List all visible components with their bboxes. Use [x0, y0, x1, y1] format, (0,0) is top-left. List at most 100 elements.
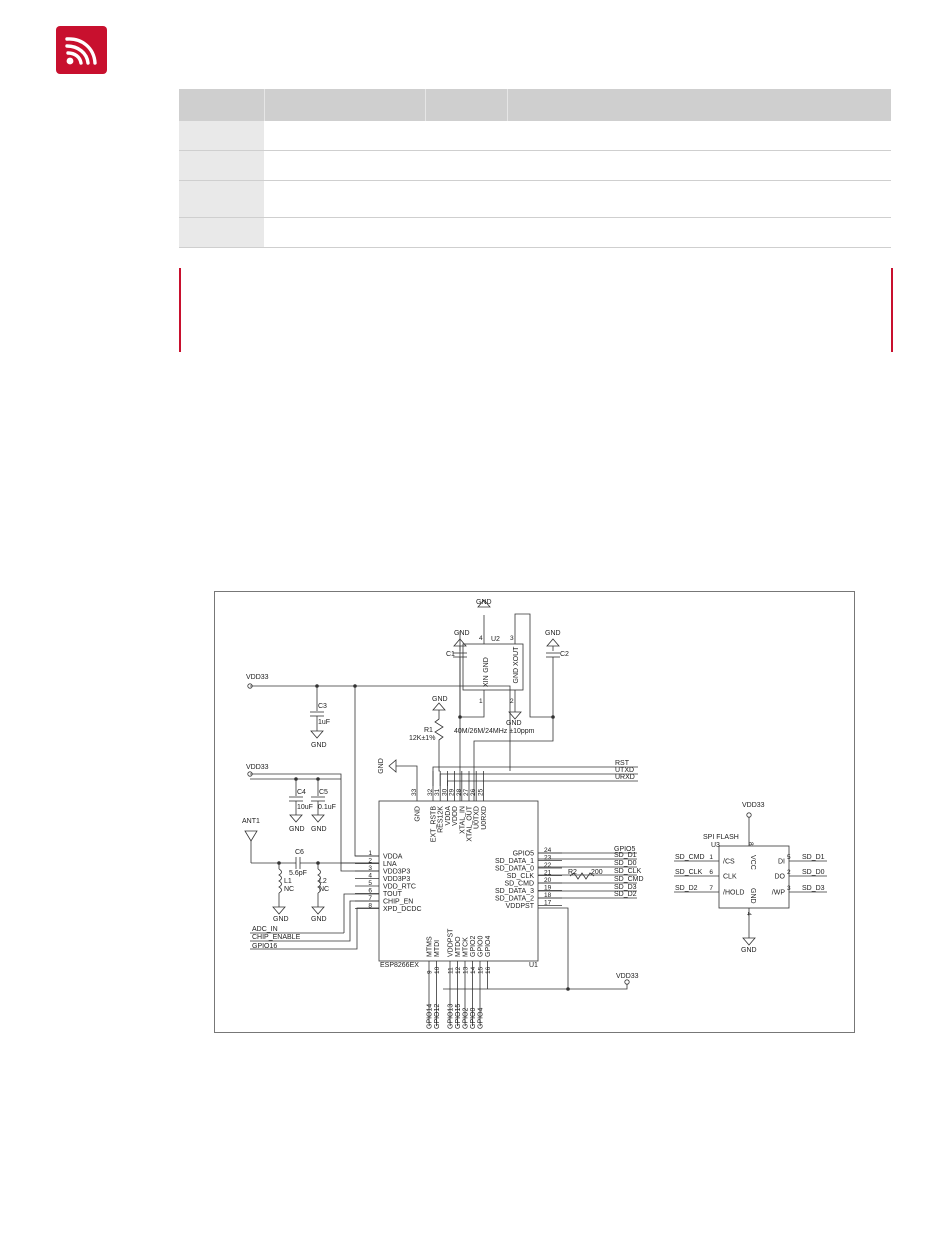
- u3-pin: VCC: [749, 855, 756, 870]
- xtal-out-wire: [473, 717, 554, 801]
- gnd-label: GND: [545, 630, 561, 637]
- r1-ref: R1: [424, 727, 433, 734]
- table-cell: [507, 150, 891, 181]
- u3-pin: CLK: [723, 874, 737, 881]
- table-cell: [179, 121, 264, 151]
- antenna-icon: [244, 830, 258, 842]
- gnd-label: GND: [506, 720, 522, 727]
- u1-pin-number: 24: [544, 847, 552, 854]
- gnd-label: GND: [378, 758, 385, 774]
- c5-ref: C5: [319, 789, 328, 796]
- table-cell: [179, 180, 264, 218]
- c4-value: 10uF: [297, 804, 313, 811]
- u3-pin: /WP: [772, 890, 786, 897]
- u3-pin-num: 8: [747, 842, 754, 846]
- vdd33-wire-2: [250, 773, 379, 872]
- u1-pin-name: GPIO2: [470, 935, 477, 957]
- net-label-right: SD_CLK: [614, 868, 642, 875]
- u3-title: SPI FLASH: [703, 834, 739, 841]
- inductor-symbol: [317, 868, 321, 894]
- gnd-wire: [396, 765, 418, 771]
- table-cell: [264, 180, 425, 218]
- u1-pin-name: SD_CLK: [507, 873, 535, 880]
- power-terminal: [624, 979, 630, 985]
- gnd-label: GND: [311, 826, 327, 833]
- net-label-right: SD_D1: [614, 852, 637, 859]
- u3-pin: GND: [749, 888, 756, 904]
- u1-pin-number: 32: [427, 788, 434, 796]
- net-wire: [446, 780, 638, 786]
- u3-ref: U3: [711, 842, 720, 849]
- u3-pin-num: 4: [745, 912, 752, 916]
- net-wire: [439, 773, 638, 786]
- net-label-top: UTXD: [615, 767, 634, 774]
- table-cell: [264, 217, 425, 248]
- vdd33-label: VDD33: [246, 764, 269, 771]
- table-row: [179, 180, 891, 218]
- gnd-label: GND: [311, 742, 327, 749]
- u1-pin-name: U0RXD: [481, 806, 488, 830]
- u1-pin-number: 19: [544, 885, 552, 892]
- vdd33-rail: [250, 685, 511, 771]
- note-box: [179, 268, 893, 352]
- u1-pin-number: 18: [544, 892, 552, 899]
- u1-pin-number: 26: [470, 788, 477, 796]
- u1-pin-name: GPIO4: [485, 935, 492, 957]
- u1-pin-name: LNA: [383, 861, 397, 868]
- c5-value: 0.1uF: [318, 804, 336, 811]
- net-label-bottom: GPIO4: [478, 1007, 485, 1029]
- u2-pin: GND XOUT: [513, 646, 520, 684]
- u1-pin-name: SD_DATA_0: [495, 866, 534, 873]
- u1-pin-number: 12: [455, 966, 462, 974]
- u1-pin-number: 7: [368, 895, 372, 902]
- u1-pin-name: SD_DATA_2: [495, 896, 534, 903]
- u1-pin-number: 31: [434, 788, 441, 796]
- wire: [514, 613, 553, 718]
- l2-value: NC: [319, 886, 329, 893]
- table-cell: [179, 150, 264, 181]
- gnd-label: GND: [432, 696, 448, 703]
- net-label-bottom: GPIO15: [455, 1004, 462, 1029]
- table-row: [179, 217, 891, 248]
- u1-pin-number: 22: [544, 862, 552, 869]
- gnd-label: GND: [289, 826, 305, 833]
- u1-pin-name: MTDO: [455, 936, 462, 957]
- u1-pin-name: VDDPST: [448, 928, 455, 957]
- u1-ref: U1: [529, 962, 538, 969]
- u2-spec: 40M/26M/24MHz ±10ppm: [454, 728, 535, 735]
- net-label-left: GPIO16: [252, 943, 277, 950]
- table-header-cell: [424, 89, 507, 121]
- c3-ref: C3: [318, 703, 327, 710]
- c6-value: 5.6pF: [289, 870, 307, 877]
- net-label-flash: SD_D0: [802, 869, 825, 876]
- u1-pin-number: 23: [544, 855, 552, 862]
- u1-pin-number: 30: [441, 788, 448, 796]
- r2-ref: R2: [568, 869, 577, 876]
- net-label-left: ADC_IN: [252, 926, 278, 933]
- u2-pin: GND: [483, 657, 490, 673]
- ground-symbol: [477, 599, 491, 608]
- u1-pin-name: RES12K: [438, 806, 445, 833]
- u1-pin-number: 3: [368, 865, 372, 872]
- u2-pin-num: 1: [479, 698, 483, 705]
- l1-value: NC: [284, 886, 294, 893]
- net-label-flash: SD_D2: [675, 885, 698, 892]
- ground-symbol: [289, 814, 303, 823]
- c6-ref: C6: [295, 849, 304, 856]
- net-label-flash: SD_D1: [802, 854, 825, 861]
- u1-pin-number: 29: [449, 788, 456, 796]
- u1-pin-number: 15: [478, 966, 485, 974]
- u1-pin-name: GND: [415, 806, 422, 822]
- net-label-bottom: GPIO12: [434, 1004, 441, 1029]
- ground-symbol: [311, 906, 325, 915]
- u2-pin: XIN: [483, 675, 490, 687]
- ground-symbol: [742, 937, 756, 946]
- c4-ref: C4: [297, 789, 306, 796]
- u1-pin-name: GPIO0: [478, 935, 485, 957]
- c3-value: 1uF: [318, 719, 330, 726]
- net-label-bottom: GPIO0: [470, 1007, 477, 1029]
- table-cell: [425, 121, 507, 151]
- u1-pin-number: 11: [448, 967, 455, 974]
- u1-pin-name: VDD3P3: [383, 869, 410, 876]
